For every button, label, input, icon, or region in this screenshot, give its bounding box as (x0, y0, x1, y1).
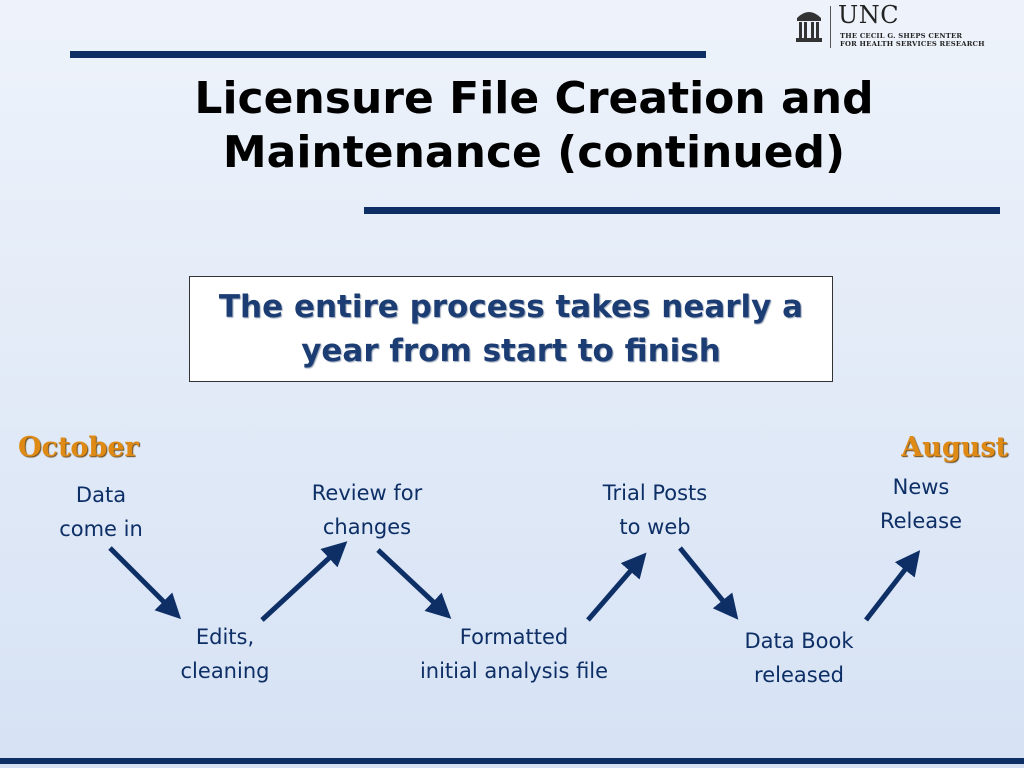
arrow-1-down (108, 546, 182, 620)
logo-subtitle-line-2: FOR HEALTH SERVICES RESEARCH (840, 40, 985, 48)
step-formatted-analysis-file: Formatted initial analysis file (419, 625, 609, 683)
step-data-book-released: Data Book released (744, 629, 854, 687)
bottom-rule (0, 758, 1024, 764)
top-rule (70, 51, 706, 58)
step-review-for-changes: Review for changes (311, 481, 423, 539)
title-underline-rule (364, 207, 1000, 214)
logo-subtitle: THE CECIL G. SHEPS CENTER FOR HEALTH SER… (840, 32, 1024, 48)
step-news-release: News Release (879, 475, 963, 533)
unc-logo: UNC THE CECIL G. SHEPS CENTER FOR HEALTH… (794, 1, 1024, 50)
timeline-start-label: October (18, 432, 139, 463)
arrow-6-up (864, 550, 921, 622)
callout-box: The entire process takes nearly a year f… (189, 276, 833, 382)
arrow-5-down (678, 546, 739, 620)
arrow-3-down (376, 548, 452, 619)
arrow-4-up (586, 552, 647, 622)
timeline-end-label: August (901, 432, 1008, 463)
logo-subtitle-line-1: THE CECIL G. SHEPS CENTER (840, 32, 963, 40)
step-trial-posts: Trial Posts to web (602, 481, 708, 539)
callout-text: The entire process takes nearly a year f… (218, 289, 804, 369)
step-data-come-in: Data come in (59, 483, 143, 541)
logo-divider (830, 6, 831, 48)
step-edits-cleaning: Edits, cleaning (180, 625, 270, 683)
arrow-2-up (260, 541, 348, 622)
old-well-icon (796, 12, 822, 42)
slide-title: Licensure File Creation and Maintenance … (194, 73, 874, 178)
logo-wordmark: UNC (838, 1, 900, 29)
